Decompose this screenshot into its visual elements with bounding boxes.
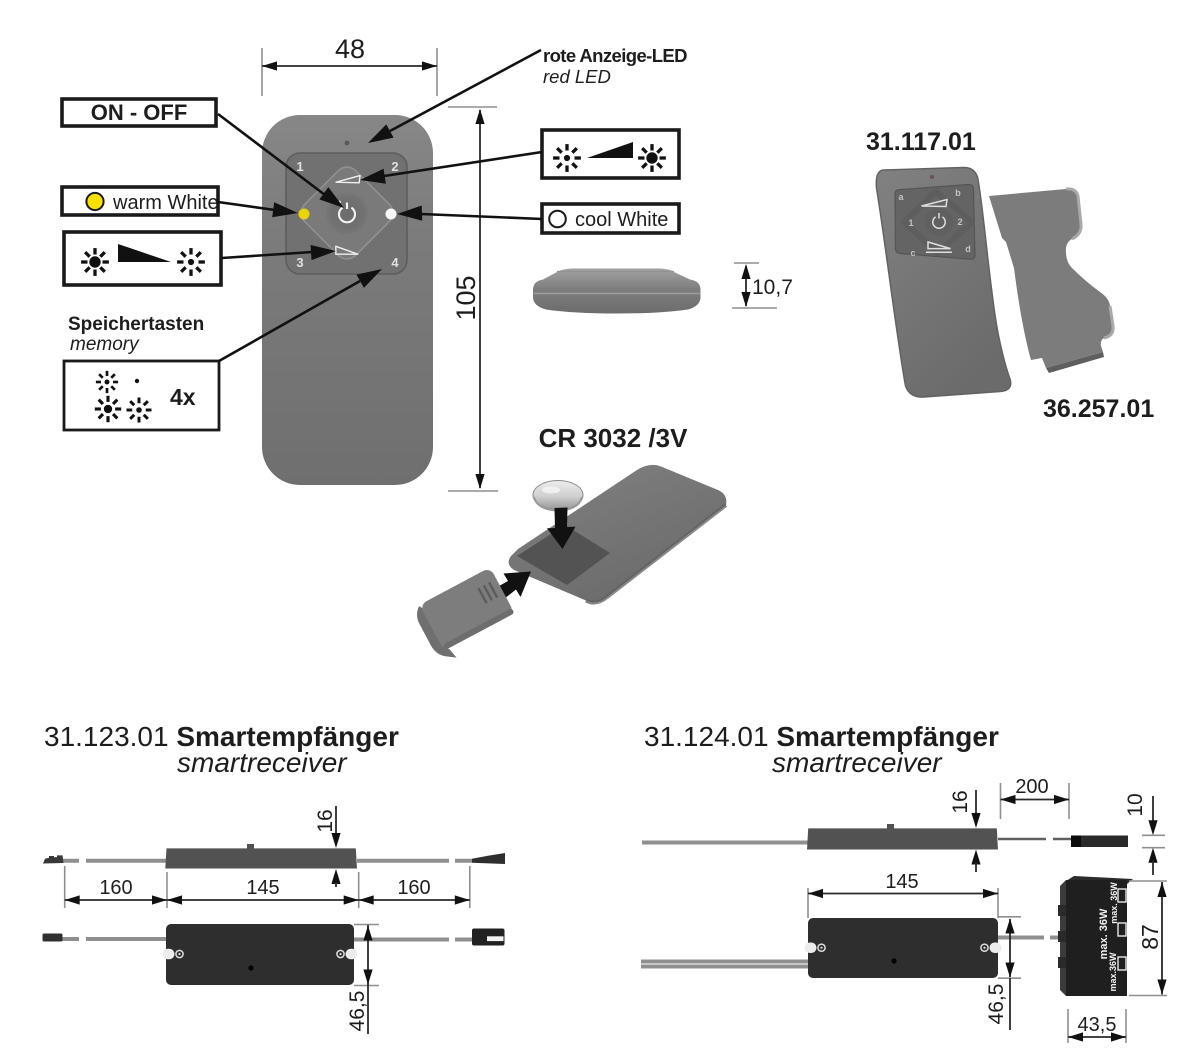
svg-text:4x: 4x (170, 384, 196, 410)
svg-text:10,7: 10,7 (752, 276, 793, 299)
svg-text:1: 1 (296, 159, 303, 174)
svg-text:1: 1 (908, 218, 913, 228)
svg-text:43,5: 43,5 (1078, 1014, 1117, 1036)
svg-text:c: c (910, 248, 915, 258)
svg-text:3: 3 (296, 255, 303, 270)
svg-text:Speichertasten: Speichertasten (68, 314, 204, 335)
svg-text:memory: memory (70, 334, 140, 355)
svg-text:31.124.01 Smartempfänger: 31.124.01 Smartempfänger (644, 721, 999, 752)
svg-text:145: 145 (246, 877, 279, 899)
svg-text:105: 105 (451, 275, 481, 320)
svg-text:max. 36W: max. 36W (1109, 882, 1119, 924)
svg-text:2: 2 (391, 159, 398, 174)
svg-text:145: 145 (885, 871, 918, 893)
svg-text:16: 16 (314, 809, 337, 832)
svg-text:160: 160 (397, 877, 430, 899)
svg-text:b: b (955, 188, 961, 198)
svg-text:36.257.01: 36.257.01 (1043, 395, 1154, 423)
svg-text:CR 3032 /3V: CR 3032 /3V (539, 423, 689, 453)
svg-text:ON - OFF: ON - OFF (91, 100, 188, 125)
svg-text:rote Anzeige-LED: rote Anzeige-LED (543, 45, 687, 66)
svg-text:red LED: red LED (543, 66, 611, 87)
svg-text:31.123.01 Smartempfänger: 31.123.01 Smartempfänger (44, 721, 399, 752)
svg-text:48: 48 (335, 34, 365, 64)
svg-text:87: 87 (1137, 924, 1163, 950)
svg-text:46,5: 46,5 (985, 984, 1008, 1025)
svg-text:4: 4 (391, 255, 399, 270)
svg-text:cool White: cool White (575, 209, 668, 231)
svg-text:smartreceiver: smartreceiver (177, 747, 348, 778)
svg-text:160: 160 (99, 877, 132, 899)
svg-text:200: 200 (1015, 776, 1048, 798)
svg-text:d: d (965, 244, 971, 254)
svg-text:31.117.01: 31.117.01 (866, 128, 976, 156)
svg-text:warm White: warm White (112, 192, 219, 214)
svg-text:max. 36W: max. 36W (1098, 908, 1110, 959)
svg-text:2: 2 (957, 217, 962, 227)
svg-text:smartreceiver: smartreceiver (772, 747, 943, 778)
svg-text:16: 16 (949, 790, 972, 813)
svg-text:a: a (898, 192, 904, 202)
svg-text:max.36W: max.36W (1108, 952, 1118, 992)
svg-text:46,5: 46,5 (346, 991, 369, 1032)
svg-text:10: 10 (1124, 793, 1147, 816)
